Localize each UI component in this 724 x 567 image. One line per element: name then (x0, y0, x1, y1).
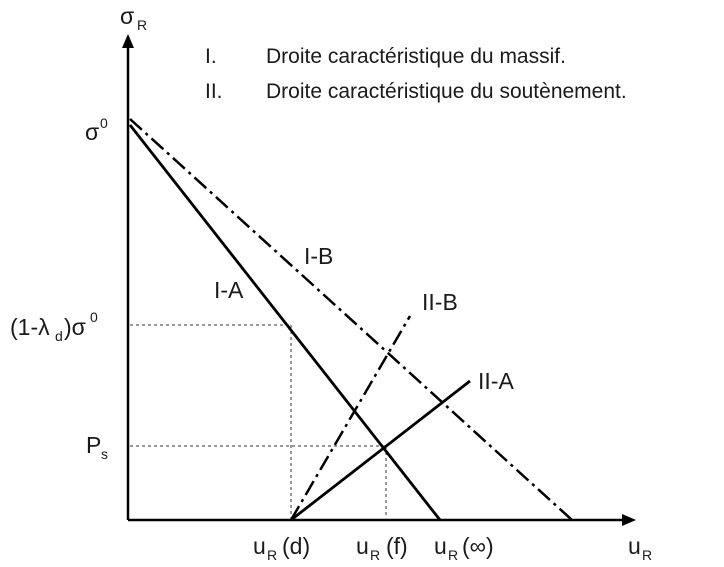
x-tick-ud-sub: R (267, 547, 277, 563)
curve-IIA-label: II-A (478, 368, 514, 394)
x-tick-uf-sub: R (370, 547, 380, 563)
y-tick-lambda-prefix: (1-λ (10, 314, 50, 340)
curve-IA-label: I-A (214, 277, 244, 303)
legend-item2-text: Droite caractéristique du soutènement. (266, 80, 627, 103)
x-axis-label-sub: R (642, 547, 652, 563)
y-tick-ps: P (86, 432, 101, 458)
x-tick-ud: u (253, 533, 266, 559)
x-tick-uf: u (356, 533, 369, 559)
y-tick-lambda-sup: 0 (90, 309, 98, 325)
x-tick-uinf-arg: (∞) (462, 533, 494, 559)
y-tick-lambda-sub: d (55, 328, 63, 344)
curve-IB-line (129, 118, 573, 521)
x-tick-uf-arg: (f) (386, 533, 408, 559)
y-axis-label-sub: R (137, 17, 147, 33)
curve-IIB-label: II-B (422, 289, 458, 315)
legend-item1-text: Droite caractéristique du massif. (266, 45, 566, 68)
x-axis-arrow (622, 514, 636, 526)
x-tick-uinf-sub: R (448, 547, 458, 563)
x-axis-label: u (628, 533, 641, 559)
curve-IB-label: I-B (304, 243, 333, 269)
legend-item2-num: II. (205, 80, 223, 103)
legend-item1-num: I. (205, 45, 217, 68)
y-axis-arrow (122, 34, 134, 48)
y-tick-sigma0-sup: 0 (100, 115, 108, 131)
curve-IIA-line (290, 379, 471, 522)
y-axis-label: σ (120, 3, 134, 29)
curve-IA-line (128, 124, 442, 521)
x-tick-uinf: u (434, 533, 447, 559)
x-tick-ud-arg: (d) (282, 533, 310, 559)
y-tick-lambda-mid: )σ (64, 314, 86, 340)
curve-IIB-line (289, 315, 412, 521)
y-tick-ps-sub: s (101, 446, 108, 462)
y-tick-sigma0: σ (85, 119, 99, 145)
